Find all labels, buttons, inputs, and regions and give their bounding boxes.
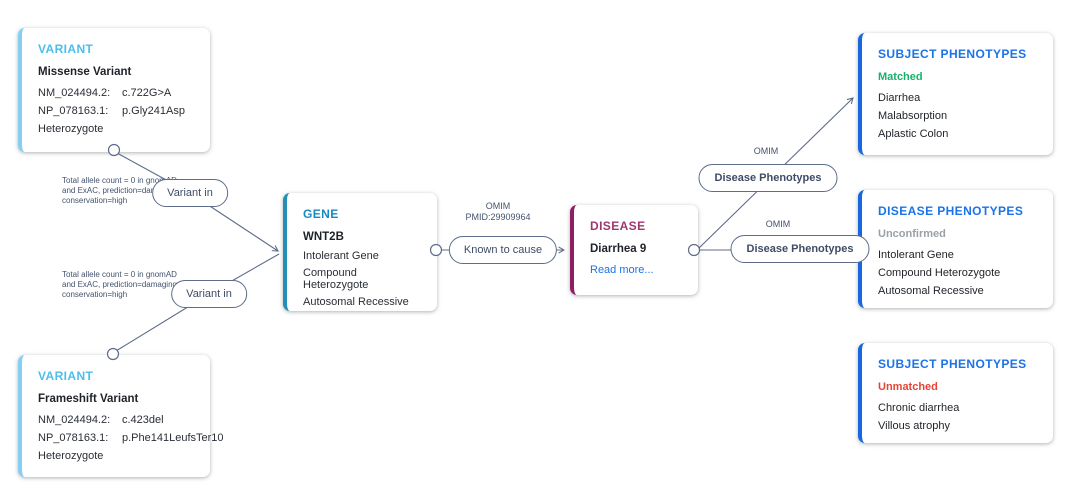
phenotype-item: Chronic diarrhea	[878, 402, 960, 414]
protein-id: NP_078163.1:	[38, 432, 109, 444]
phenotype-item: Autosomal Recessive	[878, 285, 984, 297]
edge-source-omim-top: OMIM	[753, 146, 779, 156]
card-title: VARIANT	[38, 42, 94, 56]
edge-label-disease-phenotypes-top: Disease Phenotypes	[698, 164, 838, 192]
match-status: Matched	[878, 71, 923, 83]
transcript-id: NM_024494.2:	[38, 414, 111, 426]
subject-phenotypes-matched-node[interactable]: SUBJECT PHENOTYPES Matched Diarrhea Mala…	[858, 33, 1053, 155]
edge-label-disease-phenotypes-right: Disease Phenotypes	[730, 235, 870, 263]
cdna-change: c.722G>A	[122, 87, 172, 99]
edge-label-known-to-cause: Known to cause	[448, 236, 558, 264]
variant-type: Frameshift Variant	[38, 393, 139, 405]
gene-symbol: WNT2B	[303, 231, 344, 243]
disease-name: Diarrhea 9	[590, 243, 647, 255]
phenotype-item: Aplastic Colon	[878, 128, 949, 140]
match-status: Unmatched	[878, 381, 938, 393]
edge-source-omim-right: OMIM	[765, 219, 791, 229]
edge-annotation-top: Total allele count = 0 in gnomAD and ExA…	[62, 176, 180, 205]
disease-phenotypes-node[interactable]: DISEASE PHENOTYPES Unconfirmed Intoleran…	[858, 190, 1053, 308]
phenotype-item: Diarrhea	[878, 92, 921, 104]
gene-attribute: Autosomal Recessive	[303, 296, 409, 308]
variant-node-missense[interactable]: VARIANT Missense Variant NM_024494.2: c.…	[18, 28, 210, 152]
variant-type: Missense Variant	[38, 66, 132, 78]
edge-label-variant-in-bottom: Variant in	[171, 280, 247, 308]
phenotype-item: Malabsorption	[878, 110, 948, 122]
transcript-row: NM_024494.2: c.423del	[38, 414, 196, 426]
card-title: GENE	[303, 207, 339, 221]
edge-source-omim: OMIM	[485, 201, 511, 211]
match-status: Unconfirmed	[878, 228, 946, 240]
variant-node-frameshift[interactable]: VARIANT Frameshift Variant NM_024494.2: …	[18, 355, 224, 477]
edge-source-known-to-cause: OMIM PMID:29909964	[465, 201, 530, 223]
gene-attribute: Compound Heterozygote	[303, 267, 369, 291]
gene-node[interactable]: GENE WNT2B Intolerant Gene Compound Hete…	[283, 193, 437, 311]
edge-label-variant-in-top: Variant in	[152, 179, 228, 207]
disease-node[interactable]: DISEASE Diarrhea 9 Read more...	[570, 205, 698, 295]
protein-id: NP_078163.1:	[38, 105, 109, 117]
protein-row: NP_078163.1: p.Gly241Asp	[38, 105, 196, 117]
phenotype-item: Villous atrophy	[878, 420, 950, 432]
card-title: DISEASE	[590, 219, 646, 233]
transcript-row: NM_024494.2: c.722G>A	[38, 87, 196, 99]
phenotype-item: Compound Heterozygote	[878, 267, 1001, 279]
protein-row: NP_078163.1: p.Phe141LeufsTer10	[38, 432, 224, 444]
card-title: SUBJECT PHENOTYPES	[878, 47, 1027, 61]
transcript-id: NM_024494.2:	[38, 87, 111, 99]
edge-annotation-bottom: Total allele count = 0 in gnomAD and ExA…	[62, 270, 180, 299]
protein-change: p.Phe141LeufsTer10	[122, 432, 224, 444]
phenotype-item: Intolerant Gene	[878, 249, 954, 261]
read-more-link[interactable]: Read more...	[590, 264, 654, 276]
card-title: DISEASE PHENOTYPES	[878, 204, 1024, 218]
card-title: VARIANT	[38, 369, 94, 383]
edge-source-pmid: PMID:29909964	[465, 212, 531, 222]
gene-attribute: Intolerant Gene	[303, 250, 379, 262]
zygosity: Heterozygote	[38, 450, 104, 462]
protein-change: p.Gly241Asp	[122, 105, 185, 117]
cdna-change: c.423del	[122, 414, 164, 426]
zygosity: Heterozygote	[38, 123, 104, 135]
subject-phenotypes-unmatched-node[interactable]: SUBJECT PHENOTYPES Unmatched Chronic dia…	[858, 343, 1053, 443]
card-title: SUBJECT PHENOTYPES	[878, 357, 1027, 371]
